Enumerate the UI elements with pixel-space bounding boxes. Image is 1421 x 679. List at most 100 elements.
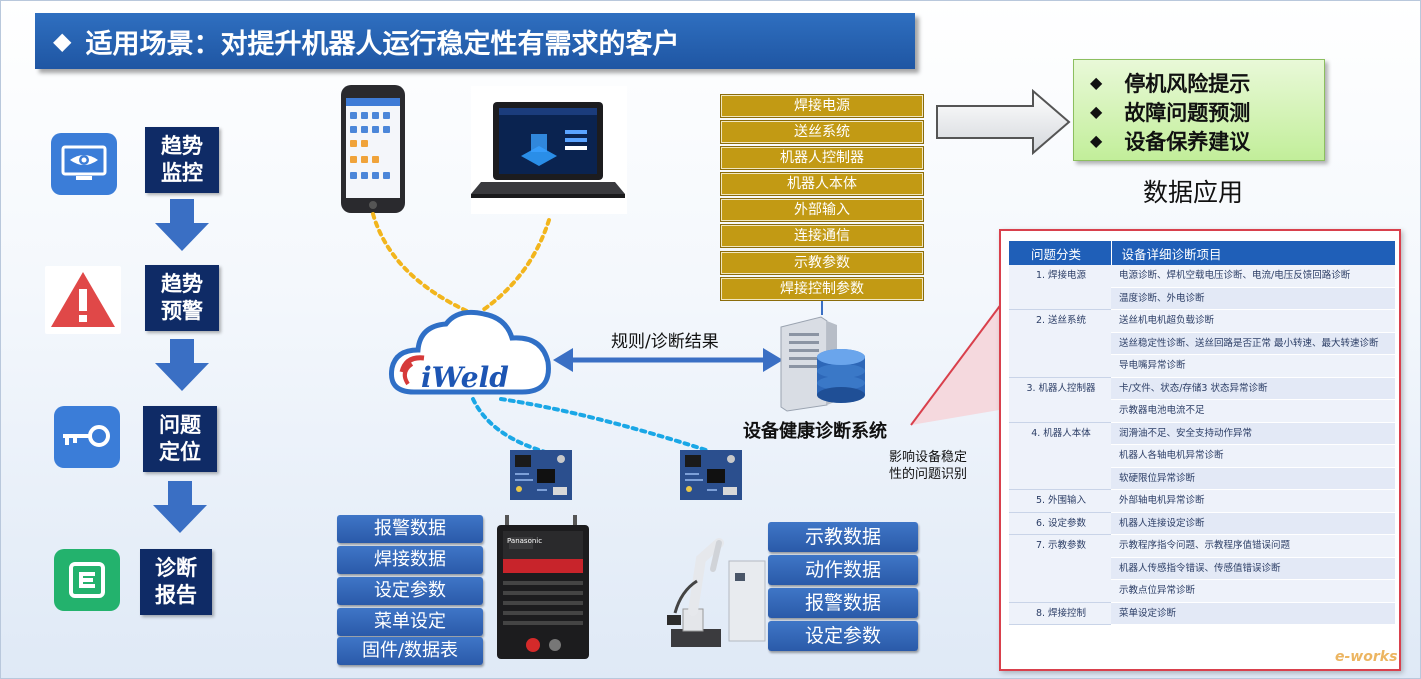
table-cell-category: 8. 焊接控制 (1009, 602, 1111, 625)
table-cell-category: 5. 外围输入 (1009, 489, 1111, 513)
flow-step-locate: 问题 定位 (143, 406, 217, 472)
welder-data-item: 报警数据 (337, 515, 483, 543)
laptop-frame (471, 86, 627, 214)
flow-step-label: 诊断 报告 (155, 556, 197, 607)
table-row: 机器人传感指令错误、传感值错误诊断 (1009, 557, 1395, 580)
circuit-board-icon (510, 450, 572, 500)
table-cell-category: 7. 示教参数 (1009, 534, 1111, 603)
smartphone-icon (341, 85, 405, 213)
down-arrow-icon (153, 481, 207, 533)
flow-step-label: 趋势 预警 (161, 272, 203, 323)
table-header: 问题分类 (1009, 241, 1111, 265)
device-item: 示教参数 (720, 251, 924, 275)
table-cell-item: 机器人连接设定诊断 (1111, 512, 1395, 535)
robot-data-item: 设定参数 (768, 621, 918, 651)
flow-step-report: 诊断 报告 (140, 549, 212, 615)
table-row: 5. 外围输入外部轴电机异常诊断 (1009, 489, 1395, 513)
table-cell-item: 机器人传感指令错误、传感值错误诊断 (1111, 557, 1395, 580)
table-cell-item: 菜单设定诊断 (1111, 602, 1395, 625)
robot-data-item: 动作数据 (768, 555, 918, 585)
result-text: 停机风险提示 (1124, 71, 1251, 96)
flow-step-label: 趋势 监控 (161, 134, 203, 185)
table-cell-item: 润滑油不足、安全支持动作异常 (1111, 422, 1395, 445)
table-row: 示教器电池电流不足 (1009, 399, 1395, 423)
table-row: 4. 机器人本体润滑油不足、安全支持动作异常 (1009, 422, 1395, 490)
cloud-brand-text: iWeld (421, 361, 509, 394)
bidirectional-arrow (553, 348, 783, 372)
diagnosis-table-panel: 问题分类 设备详细诊断项目 1. 焊接电源电源诊断、焊机空载电压诊断、电流/电压… (999, 229, 1401, 671)
server-database-icon (780, 316, 865, 412)
table-cell-item: 示教程序指令问题、示教程序值错误问题 (1111, 534, 1395, 558)
table-cell-item: 送丝稳定性诊断、送丝回路是否正常 最小转速、最大转速诊断 (1111, 332, 1395, 355)
table-cell-item: 示教器电池电流不足 (1111, 399, 1395, 423)
table-cell-item: 机器人各轴电机异常诊断 (1111, 444, 1395, 468)
result-text: 故障问题预测 (1124, 100, 1251, 125)
server-label: 设备健康诊断系统 (743, 421, 887, 442)
results-caption: 数据应用 (1143, 178, 1244, 207)
table-cell-item: 示教点位异常诊断 (1111, 579, 1395, 603)
table-cell-item: 卡/文件、状态/存储3 状态异常诊断 (1111, 377, 1395, 400)
table-row: 8. 焊接控制菜单设定诊断 (1009, 602, 1395, 625)
monitor-eye-icon (51, 133, 117, 195)
flow-step-label: 问题 定位 (159, 413, 201, 464)
table-cell-item: 电源诊断、焊机空载电压诊断、电流/电压反馈回路诊断 (1111, 265, 1395, 288)
table-cell-category: 6. 设定参数 (1009, 512, 1111, 535)
title-diamond-icon: ◆ (53, 27, 72, 55)
table-cell-item: 导电嘴异常诊断 (1111, 354, 1395, 378)
callout-pointer (910, 298, 1006, 426)
title-banner: ◆ 适用场景：对提升机器人运行稳定性有需求的客户 (35, 13, 915, 69)
welder-brand: Panasonic (507, 537, 543, 545)
cloud-icon (388, 309, 551, 395)
report-icon (54, 549, 120, 611)
welder-data-item: 焊接数据 (337, 546, 483, 574)
result-row: ◆ 故障问题预测 (1090, 97, 1324, 126)
device-item: 焊接电源 (720, 94, 924, 118)
table-row: 1. 焊接电源电源诊断、焊机空载电压诊断、电流/电压反馈回路诊断 (1009, 265, 1395, 310)
impact-label: 影响设备稳定 性的问题识别 (889, 450, 968, 482)
device-list-connector (821, 301, 823, 315)
welder-data-item: 固件/数据表 (337, 637, 483, 665)
device-item: 机器人控制器 (720, 146, 924, 170)
welding-robot-icon (667, 538, 766, 647)
dotted-connector-yellow (371, 212, 551, 314)
table-row: 示教点位异常诊断 (1009, 579, 1395, 603)
table-cell-category: 3. 机器人控制器 (1009, 377, 1111, 423)
flow-step-alert: 趋势 预警 (145, 265, 219, 331)
right-arrow-icon (936, 89, 1071, 155)
device-item: 送丝系统 (720, 120, 924, 144)
device-item: 连接通信 (720, 224, 924, 248)
cloud-brand: iWeld (421, 361, 509, 394)
watermark-logo: e-works (1335, 649, 1398, 665)
table-row: 软硬限位异常诊断 (1009, 467, 1395, 490)
table-row: 6. 设定参数机器人连接设定诊断 (1009, 512, 1395, 535)
down-arrow-icon (155, 339, 209, 391)
table-cell-item: 送丝机电机超负载诊断 (1111, 309, 1395, 333)
table-cell-category: 4. 机器人本体 (1009, 422, 1111, 490)
table-cell-category: 1. 焊接电源 (1009, 265, 1111, 310)
device-item: 焊接控制参数 (720, 277, 924, 301)
device-item: 机器人本体 (720, 172, 924, 196)
table-header: 设备详细诊断项目 (1110, 241, 1395, 265)
table-row: 温度诊断、外电诊断 (1009, 287, 1395, 310)
robot-data-item: 报警数据 (768, 588, 918, 618)
table-row: 导电嘴异常诊断 (1009, 354, 1395, 378)
circuit-board-icon (680, 450, 742, 500)
welder-data-item: 菜单设定 (337, 608, 483, 636)
results-box: ◆停机风险提示 ◆ 故障问题预测 ◆ 设备保养建议 (1073, 59, 1325, 161)
table-row: 机器人各轴电机异常诊断 (1009, 444, 1395, 468)
welding-machine-icon (497, 515, 589, 659)
diamond-icon: ◆ (1090, 102, 1103, 121)
table-row: 送丝稳定性诊断、送丝回路是否正常 最小转速、最大转速诊断 (1009, 332, 1395, 355)
device-item: 外部输入 (720, 198, 924, 222)
down-arrow-icon (155, 199, 209, 251)
table-row: 3. 机器人控制器卡/文件、状态/存储3 状态异常诊断 (1009, 377, 1395, 423)
welder-data-item: 设定参数 (337, 577, 483, 605)
robot-data-item: 示教数据 (768, 522, 918, 552)
result-text: 设备保养建议 (1124, 129, 1251, 154)
result-row: ◆ 设备保养建议 (1090, 126, 1324, 155)
page-title: 适用场景：对提升机器人运行稳定性有需求的客户 (85, 28, 680, 60)
warning-icon (45, 266, 121, 334)
table-row: 7. 示教参数示教程序指令问题、示教程序值错误问题 (1009, 534, 1395, 603)
result-row: ◆停机风险提示 (1090, 68, 1324, 97)
diamond-icon: ◆ (1090, 131, 1103, 150)
